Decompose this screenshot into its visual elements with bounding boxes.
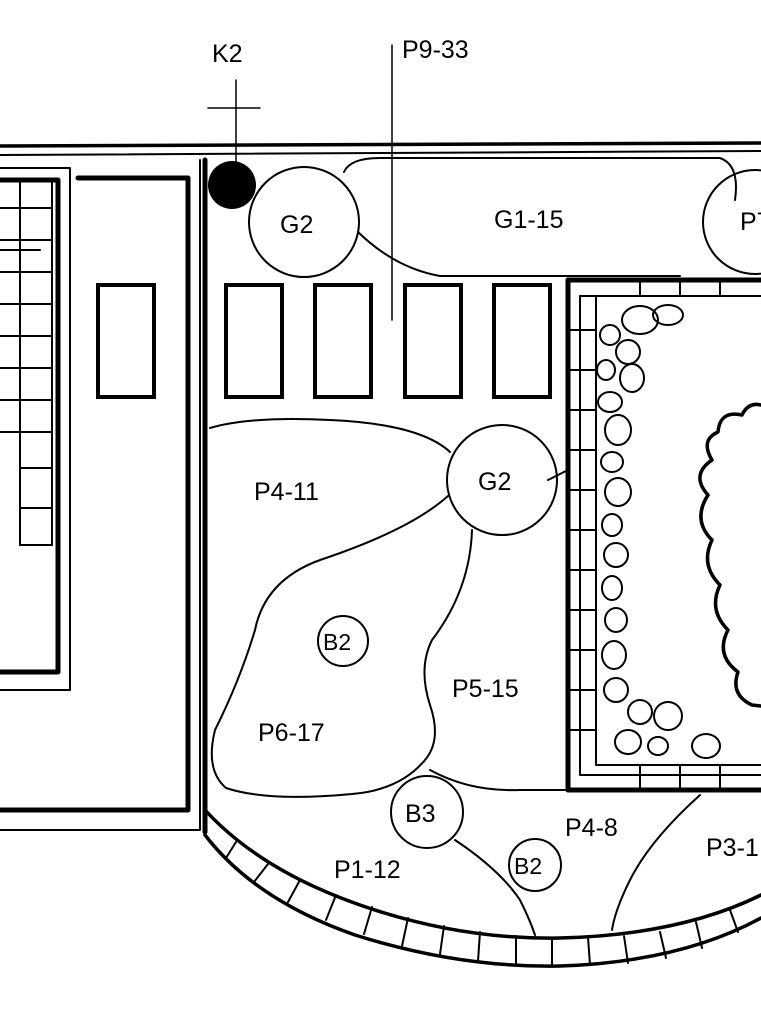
left-steps (0, 179, 53, 546)
k2-tree-marker (207, 79, 261, 209)
patio-stones (596, 304, 721, 759)
label-p3: P3-1 (706, 834, 759, 862)
label-g2-top: G2 (280, 211, 313, 239)
label-g2-mid: G2 (478, 468, 511, 496)
curved-wall (203, 808, 761, 968)
g2-top-circle (248, 166, 360, 278)
p7-circle (702, 169, 761, 275)
bottom-beds (454, 794, 701, 936)
paver-blocks (96, 283, 552, 399)
label-p6-17: P6-17 (258, 719, 325, 747)
patio-shrub (698, 402, 761, 708)
label-b2-lower: B2 (514, 853, 542, 879)
top-boundary (0, 141, 761, 156)
label-p7: P7 (740, 208, 761, 236)
b2-lower-circle (508, 838, 562, 892)
g2-mid-circle (446, 424, 558, 536)
label-p4-11: P4-11 (254, 478, 319, 506)
left-building (0, 157, 208, 835)
middle-beds (209, 418, 569, 798)
top-bed (343, 157, 737, 277)
b2-upper-circle (317, 615, 369, 667)
label-p1-12: P1-12 (334, 856, 401, 884)
label-p9-33: P9-33 (402, 36, 469, 64)
right-patio (565, 277, 761, 793)
label-p5-15: P5-15 (452, 675, 519, 703)
label-b2-upper: B2 (323, 629, 351, 655)
b3-circle (390, 775, 464, 849)
label-k2: K2 (212, 40, 243, 68)
label-b3: B3 (405, 800, 436, 828)
label-p4-8: P4-8 (565, 814, 618, 842)
label-g1-15: G1-15 (494, 206, 563, 234)
